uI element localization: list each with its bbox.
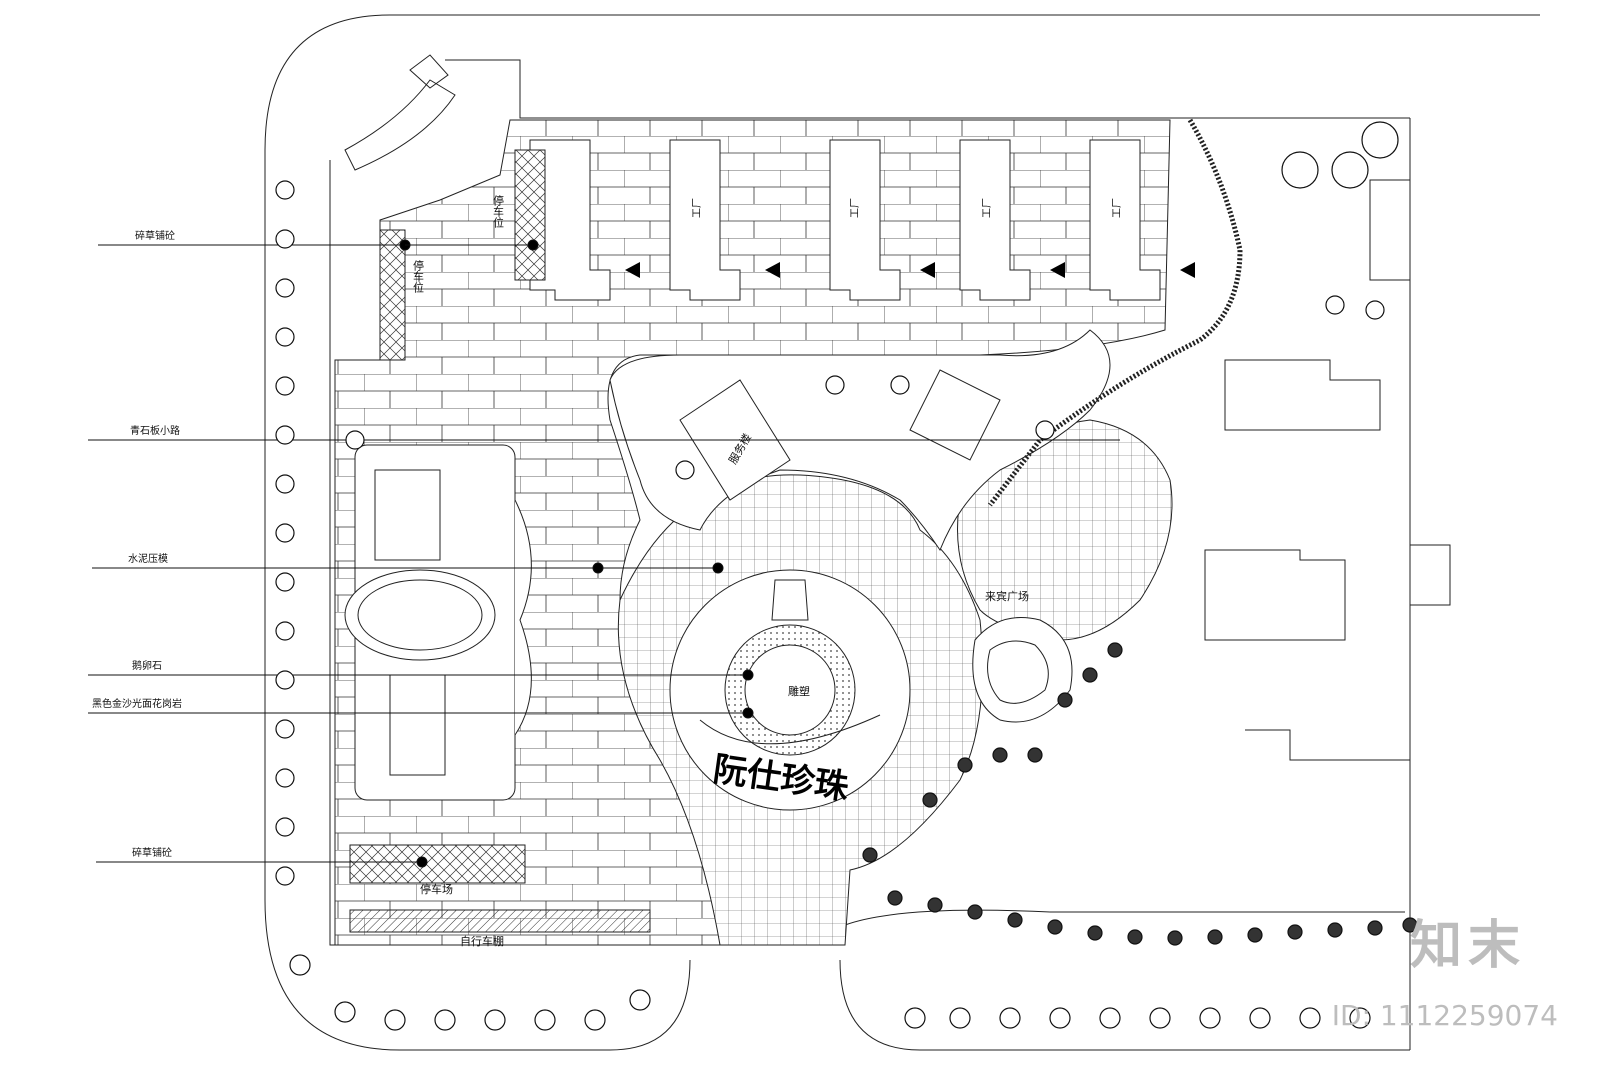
tree-icon xyxy=(1127,929,1143,945)
tree-icon xyxy=(922,792,938,808)
tree-icon xyxy=(1331,151,1369,189)
building-mark-1: 工厂 xyxy=(692,198,703,218)
tree-icon xyxy=(1107,642,1123,658)
callout-grass-paving-1: 碎草铺砼 xyxy=(135,229,175,242)
tree-icon xyxy=(275,327,295,347)
tree-icon xyxy=(1349,1007,1371,1029)
tree-icon xyxy=(1099,1007,1121,1029)
tree-icon xyxy=(629,989,651,1011)
tree-icon xyxy=(967,904,983,920)
tree-icon xyxy=(289,954,311,976)
tree-icon xyxy=(1287,924,1303,940)
label-bike-shed: 自行车棚 xyxy=(460,934,504,948)
building-mark-3: 工厂 xyxy=(982,198,993,218)
pond xyxy=(972,617,1073,723)
tree-icon xyxy=(675,460,695,480)
building-marks: 工厂 工厂 工厂 工厂 xyxy=(692,198,1123,218)
tree-icon xyxy=(275,621,295,641)
tree-icon xyxy=(1299,1007,1321,1029)
tree-icon xyxy=(1365,300,1385,320)
tree-icon xyxy=(275,376,295,396)
label-parking-lot: 停车场 xyxy=(420,882,453,896)
tree-icon xyxy=(275,572,295,592)
tree-icon xyxy=(1035,420,1055,440)
callout-pebble: 鹅卵石 xyxy=(132,659,162,672)
building-mark-2: 工厂 xyxy=(850,198,861,218)
tree-icon xyxy=(275,229,295,249)
tree-icon xyxy=(1007,912,1023,928)
tree-icon xyxy=(949,1007,971,1029)
callout-grass-paving-2: 碎草铺砼 xyxy=(132,846,172,859)
tree-icon xyxy=(1027,747,1043,763)
tree-icon xyxy=(275,425,295,445)
tree-icon xyxy=(825,375,845,395)
boundary-wall xyxy=(988,118,1243,507)
callout-black-granite: 黑色金沙光面花岗岩 xyxy=(92,697,182,710)
right-buildings xyxy=(1204,179,1451,761)
central-plaza xyxy=(617,474,983,946)
tree-icon xyxy=(275,768,295,788)
parking-space-labels: 停车位 停车位 xyxy=(412,194,505,293)
tree-icon xyxy=(1167,930,1183,946)
tree-icon xyxy=(1207,929,1223,945)
label-parking-space-1: 停车位 xyxy=(492,194,505,228)
tree-icon xyxy=(434,1009,456,1031)
tree-icon xyxy=(1402,917,1418,933)
label-sculpture: 雕塑 xyxy=(788,684,810,698)
tree-icon xyxy=(334,1001,356,1023)
tree-icon xyxy=(1082,667,1098,683)
tree-icon xyxy=(992,747,1008,763)
factory-buildings xyxy=(529,139,1161,301)
watermark-brand: 知末 xyxy=(1409,916,1526,976)
callout-flagstone-path: 青石板小路 xyxy=(130,424,180,437)
tree-symbols xyxy=(275,121,1418,1031)
tree-icon xyxy=(384,1009,406,1031)
parking-strips xyxy=(349,149,651,933)
tree-icon xyxy=(1049,1007,1071,1029)
tree-icon xyxy=(1281,151,1319,189)
tree-icon xyxy=(275,670,295,690)
left-courtyard xyxy=(344,444,532,801)
tree-icon xyxy=(275,523,295,543)
tree-icon xyxy=(887,890,903,906)
watermark-id: ID: 1112259074 xyxy=(1331,999,1558,1032)
entry-gate-structure xyxy=(344,54,456,171)
tree-icon xyxy=(957,757,973,773)
tree-icon xyxy=(1249,1007,1271,1029)
tree-icon xyxy=(275,180,295,200)
tree-icon xyxy=(1047,919,1063,935)
tree-icon xyxy=(1367,920,1383,936)
tree-icon xyxy=(890,375,910,395)
tree-icon xyxy=(862,847,878,863)
tree-icon xyxy=(1057,692,1073,708)
tree-icon xyxy=(275,719,295,739)
callout-stamped-concrete: 水泥压模 xyxy=(128,552,168,565)
tree-icon xyxy=(275,817,295,837)
label-parking-space-2: 停车位 xyxy=(412,259,425,293)
tree-icon xyxy=(1325,295,1345,315)
tree-icon xyxy=(275,278,295,298)
tree-icon xyxy=(584,1009,606,1031)
tree-icon xyxy=(1087,925,1103,941)
tree-icon xyxy=(1247,927,1263,943)
label-guest-plaza: 来宾广场 xyxy=(985,589,1029,603)
callout-leaders xyxy=(88,239,1120,868)
tree-icon xyxy=(1199,1007,1221,1029)
tree-icon xyxy=(999,1007,1021,1029)
tree-icon xyxy=(275,866,295,886)
tree-icon xyxy=(484,1009,506,1031)
tree-icon xyxy=(1327,922,1343,938)
tree-icon xyxy=(345,430,365,450)
callout-texts: 碎草铺砼 青石板小路 水泥压模 鹅卵石 黑色金沙光面花岗岩 碎草铺砼 xyxy=(92,229,182,859)
entrance-arrows xyxy=(625,262,1195,278)
tree-icon xyxy=(927,897,943,913)
tree-icon xyxy=(1149,1007,1171,1029)
tree-icon xyxy=(534,1009,556,1031)
tree-icon xyxy=(904,1007,926,1029)
tree-icon xyxy=(275,474,295,494)
tree-icon xyxy=(1361,121,1399,159)
building-mark-4: 工厂 xyxy=(1112,198,1123,218)
